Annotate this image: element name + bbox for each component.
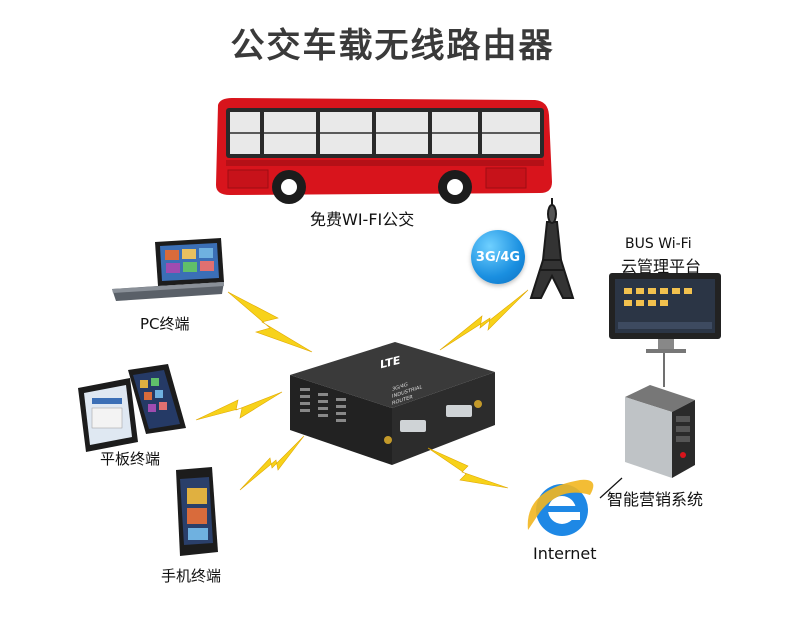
cloud-label-line2: 云管理平台 — [621, 257, 702, 276]
bolt-phone — [239, 435, 305, 491]
network-badge: 3G/4G — [471, 230, 525, 284]
monitor-icon — [609, 273, 721, 353]
bus-illustration — [216, 98, 552, 204]
server-icon — [625, 385, 695, 478]
bolt-tablet — [195, 391, 283, 421]
tablet-label: 平板终端 — [100, 450, 161, 468]
bolt-internet — [427, 447, 509, 489]
bus-label: 免费WI-FI公交 — [310, 210, 415, 229]
router-device — [290, 342, 495, 465]
internet-label: Internet — [533, 544, 597, 563]
cell-tower-icon — [529, 198, 575, 299]
connection-lines — [599, 353, 665, 499]
phone-label: 手机终端 — [161, 567, 222, 585]
phone-icon — [176, 467, 218, 556]
cloud-label-line1: BUS Wi-Fi — [625, 236, 692, 252]
internet-explorer-icon — [527, 479, 594, 536]
pc-label: PC终端 — [140, 315, 190, 333]
wireless-signal-bolts — [195, 289, 529, 491]
bolt-laptop — [227, 291, 313, 353]
tablet-icon — [78, 364, 186, 452]
laptop-icon — [112, 238, 224, 301]
bolt-tower — [439, 289, 529, 351]
marketing-label: 智能营销系统 — [607, 490, 704, 509]
page-title: 公交车载无线路由器 — [230, 26, 555, 66]
